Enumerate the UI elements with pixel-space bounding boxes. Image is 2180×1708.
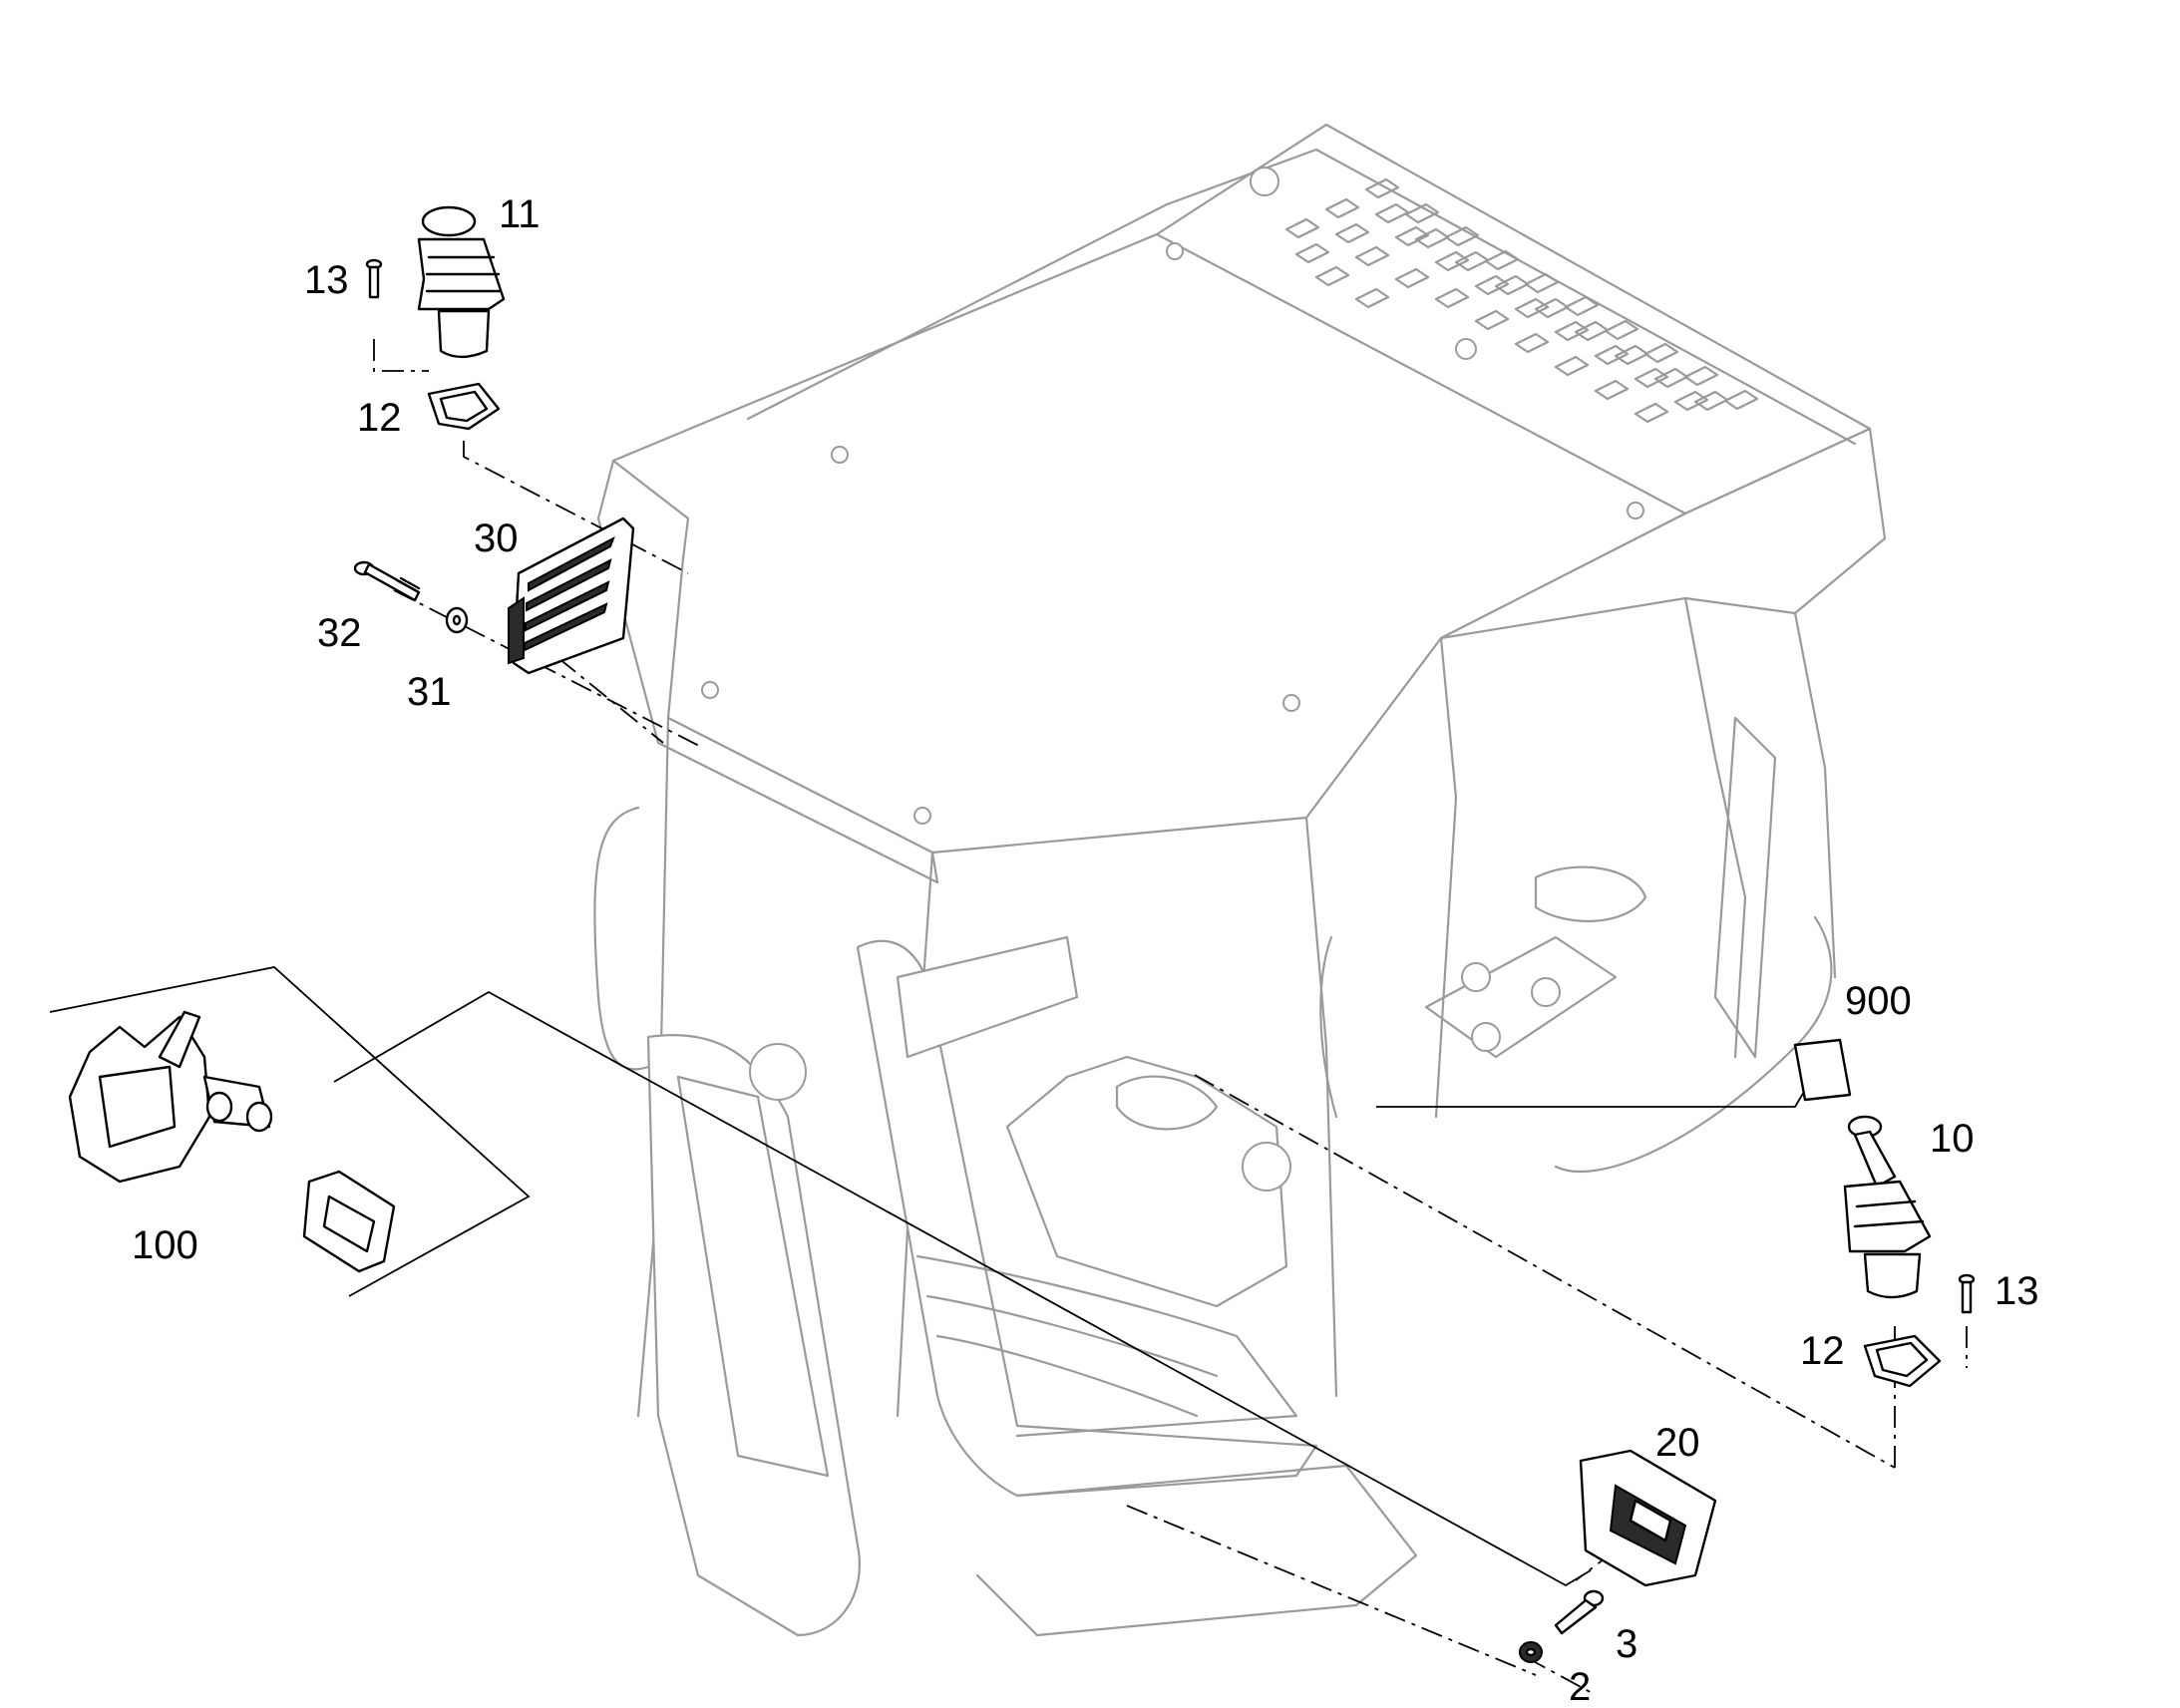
label-part-100: 100 xyxy=(132,1223,198,1267)
bolt-part-32 xyxy=(353,560,421,602)
screw-part-13-right xyxy=(1958,1273,1976,1314)
label-part-2: 2 xyxy=(1569,1665,1591,1708)
label-part-13-top: 13 xyxy=(304,258,349,302)
gasket-part-12-top xyxy=(427,382,501,431)
seat-assembly-part-100 xyxy=(68,1010,396,1273)
label-part-3: 3 xyxy=(1616,1622,1637,1666)
control-module-part-30 xyxy=(508,516,635,675)
label-part-12-top: 12 xyxy=(357,396,402,440)
control-module-part-20 xyxy=(1579,1449,1717,1587)
label-sticker-part-900 xyxy=(1793,1038,1852,1102)
screw-part-13-top xyxy=(365,258,383,299)
label-part-31: 31 xyxy=(407,670,452,714)
part-number-labels: 11 13 12 30 32 31 100 900 10 13 12 20 3 … xyxy=(132,192,2039,1708)
joystick-part-10 xyxy=(1843,1115,1932,1299)
label-part-11: 11 xyxy=(499,192,541,236)
label-part-20: 20 xyxy=(1655,1421,1700,1465)
label-part-900: 900 xyxy=(1845,979,1912,1023)
bolt-part-3 xyxy=(1554,1589,1605,1635)
roof-bolts xyxy=(701,242,1644,825)
label-part-10: 10 xyxy=(1930,1117,1975,1161)
label-part-30: 30 xyxy=(474,516,519,560)
label-part-13-right: 13 xyxy=(1995,1269,2039,1313)
label-part-12-right: 12 xyxy=(1800,1329,1845,1373)
washer-part-31 xyxy=(445,606,469,634)
gasket-part-12-right xyxy=(1863,1334,1942,1388)
joystick-part-11 xyxy=(417,205,506,359)
washer-part-2 xyxy=(1519,1641,1543,1663)
label-part-32: 32 xyxy=(317,611,362,655)
roof-vent-grid xyxy=(1250,167,1759,424)
operator-cab xyxy=(593,123,1887,1637)
